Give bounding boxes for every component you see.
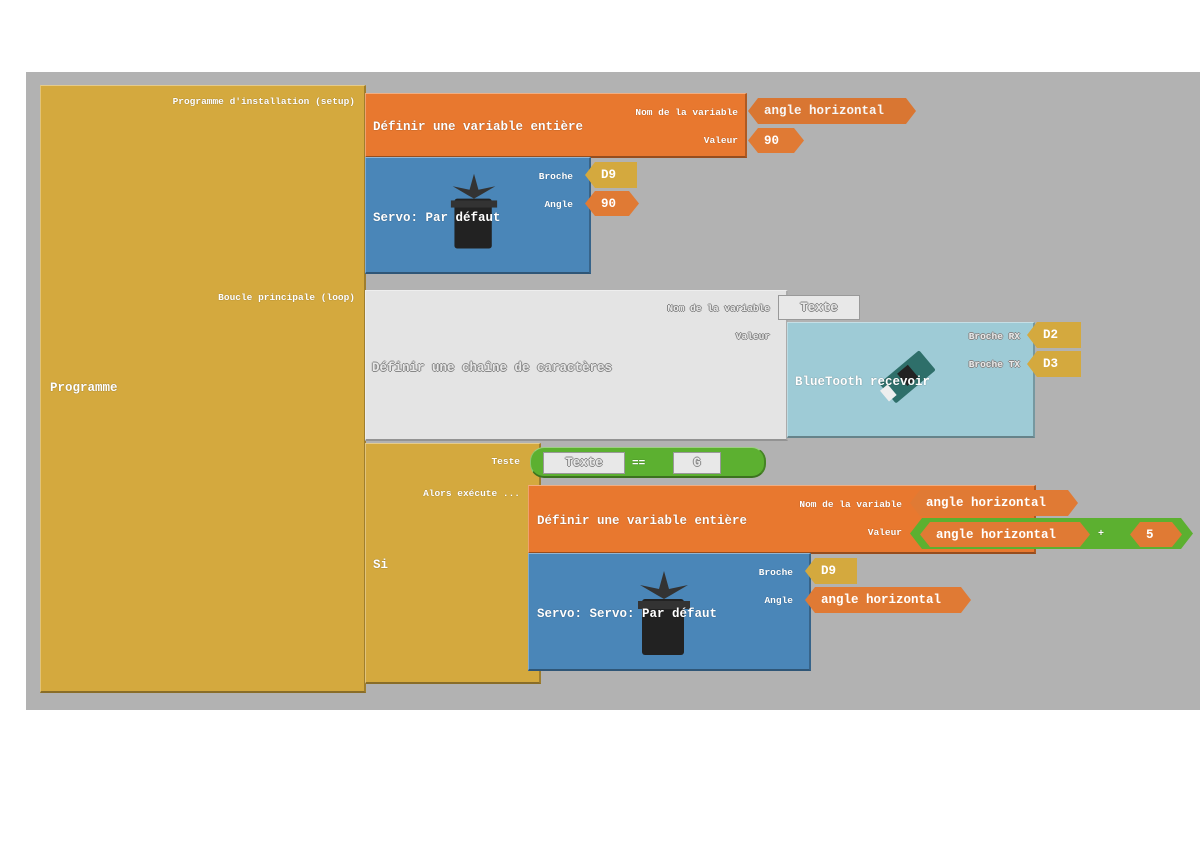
rx-label: Broche RX — [968, 331, 1020, 342]
angle-label: Angle — [764, 595, 793, 606]
program-label: Programme — [50, 381, 118, 395]
compare-left-field[interactable]: Texte — [543, 452, 625, 474]
servo-icon — [450, 173, 498, 249]
value-label: Valeur — [867, 527, 902, 538]
name-label: Nom de la variable — [635, 107, 738, 118]
servo-icon — [638, 571, 690, 655]
value-label: Valeur — [735, 331, 770, 342]
set-int-title: Définir une variable entière — [373, 120, 584, 134]
compare-right-field[interactable]: G — [673, 452, 721, 474]
rx-pin-field[interactable]: D2 — [1027, 322, 1081, 348]
math-operator[interactable]: + — [1098, 529, 1105, 540]
if-title: Si — [373, 558, 389, 572]
math-right-field[interactable]: 5 — [1130, 522, 1182, 547]
compare-operator[interactable]: == — [632, 458, 646, 470]
pin-label: Broche — [538, 171, 573, 182]
then-label: Alors exécute ... — [423, 488, 520, 499]
value-label: Valeur — [703, 135, 738, 146]
variable-name-field[interactable]: angle horizontal — [910, 490, 1078, 516]
servo-title: Servo: Par défaut — [373, 211, 501, 225]
math-left-field[interactable]: angle horizontal — [920, 522, 1090, 547]
pin-field[interactable]: D9 — [805, 558, 857, 584]
name-label: Nom de la variable — [667, 303, 770, 314]
variable-name-field[interactable]: angle horizontal — [748, 98, 916, 124]
name-label: Nom de la variable — [799, 499, 902, 510]
loop-label: Boucle principale (loop) — [218, 292, 355, 303]
test-label: Teste — [491, 456, 520, 467]
set-int-title: Définir une variable entière — [537, 514, 748, 528]
bluetooth-title: BlueTooth recevoir — [795, 375, 931, 389]
setup-label: Programme d'installation (setup) — [172, 96, 355, 107]
tx-pin-field[interactable]: D3 — [1027, 351, 1081, 377]
angle-field[interactable]: 90 — [585, 191, 639, 216]
bluetooth-module-icon — [879, 350, 935, 403]
pin-field[interactable]: D9 — [585, 162, 637, 188]
tx-label: Broche TX — [968, 359, 1020, 370]
pin-label: Broche — [758, 567, 793, 578]
angle-label: Angle — [544, 199, 573, 210]
servo-title: Servo: Servo: Par défaut — [537, 607, 718, 621]
angle-field[interactable]: angle horizontal — [805, 587, 971, 613]
if-block[interactable] — [365, 443, 541, 684]
set-string-block[interactable] — [365, 290, 788, 441]
variable-name-field[interactable]: Texte — [778, 295, 860, 320]
program-block[interactable] — [40, 85, 366, 693]
value-field[interactable]: 90 — [748, 128, 804, 153]
set-string-title: Définir une chaîne de caractères — [372, 361, 613, 375]
